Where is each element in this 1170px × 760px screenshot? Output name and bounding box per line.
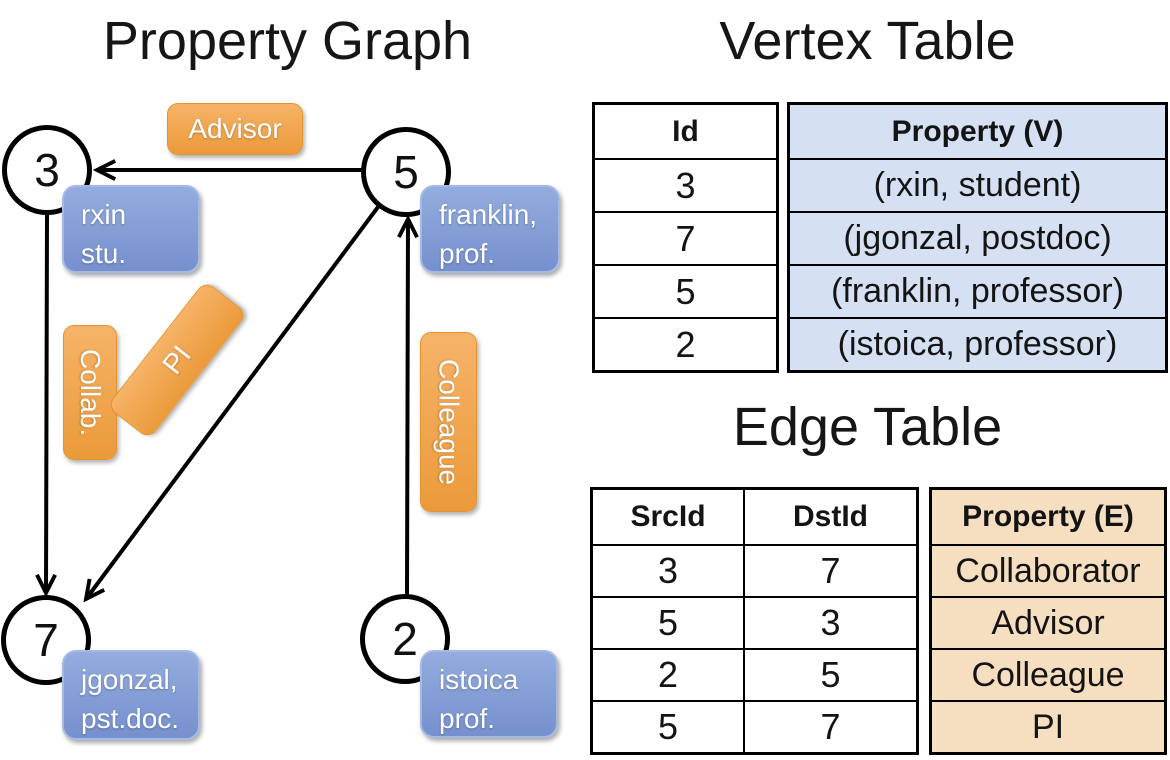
edge-table-property-cell: Advisor <box>932 596 1164 648</box>
edge-table-property-cell: Collaborator <box>932 544 1164 596</box>
vertex-table-title: Vertex Table <box>719 11 1016 71</box>
vertex-table-header-property: Property (V) <box>790 105 1165 158</box>
vertex-property-box-rxin: rxin stu. <box>62 185 200 273</box>
vertex-table-id-cell: 7 <box>595 211 776 264</box>
edge-table-src-dst-columns: SrcId DstId 3 7 5 3 2 5 5 7 <box>590 487 919 755</box>
property-graph-title: Property Graph <box>102 11 473 71</box>
edge-label-text: Collab. <box>75 348 106 437</box>
edge-collab-3-to-7 <box>46 213 47 593</box>
edge-table-header-property: Property (E) <box>932 490 1164 544</box>
vertex-property-box-jgonzal: jgonzal, pst.doc. <box>62 650 200 740</box>
edge-table-dst-cell: 7 <box>743 546 916 596</box>
edge-table-src-cell: 5 <box>657 706 679 747</box>
edge-label-collab: Collab. <box>63 325 117 460</box>
edge-table-dst-cell: 5 <box>743 650 916 700</box>
vertex-table-property-cell: (franklin, professor) <box>790 264 1165 317</box>
vertex-property-line: istoica <box>439 664 519 695</box>
vertex-property-line: franklin, <box>439 199 538 230</box>
edge-label-advisor: Advisor <box>167 103 303 155</box>
edge-table-header-dstid: DstId <box>743 490 916 544</box>
vertex-property-line: rxin <box>81 199 127 230</box>
edge-table-property-cell: Colleague <box>932 648 1164 700</box>
vertex-table-id-cell: 3 <box>595 158 776 211</box>
edge-colleague-2-to-5 <box>407 219 408 596</box>
edge-label-text: PI <box>156 339 197 380</box>
vertex-property-line: prof. <box>439 702 496 734</box>
node-5-circle: 5 <box>361 127 451 217</box>
edge-label-colleague: Colleague <box>420 332 477 512</box>
vertex-table-property-column: Property (V) (rxin, student) (jgonzal, p… <box>787 102 1168 373</box>
vertex-property-line: jgonzal, <box>81 664 178 695</box>
graph-edges <box>0 0 585 760</box>
edge-table-dst-cell: 7 <box>743 702 916 752</box>
vertex-table-property-cell: (rxin, student) <box>790 158 1165 211</box>
vertex-table-property-cell: (jgonzal, postdoc) <box>790 211 1165 264</box>
edge-table-dst-cell: 3 <box>743 598 916 648</box>
edge-table-property-cell: PI <box>932 700 1164 752</box>
node-2-id: 2 <box>392 613 418 665</box>
vertex-property-line: prof. <box>439 237 496 269</box>
vertex-table-id-cell: 2 <box>595 317 776 370</box>
edge-label-text: Colleague <box>433 358 465 486</box>
vertex-property-box-franklin: franklin, prof. <box>420 185 560 273</box>
edge-table-src-cell: 3 <box>657 550 679 591</box>
node-3-id: 3 <box>34 144 60 196</box>
vertex-table-id-cell: 5 <box>595 264 776 317</box>
node-7-id: 7 <box>33 614 59 666</box>
node-2-circle: 2 <box>360 594 450 684</box>
edge-table-src-cell: 5 <box>657 602 679 643</box>
node-5-id: 5 <box>393 146 419 198</box>
vertex-table-id-column: Id 3 7 5 2 <box>592 102 779 373</box>
vertex-property-line: stu. <box>81 237 127 269</box>
vertex-table-header-id: Id <box>672 114 699 148</box>
vertex-table-property-cell: (istoica, professor) <box>790 317 1165 370</box>
edge-table-title: Edge Table <box>732 397 1003 457</box>
edge-table-property-column: Property (E) Collaborator Advisor Collea… <box>929 487 1167 755</box>
edge-table-src-cell: 2 <box>657 654 679 695</box>
edge-pi-5-to-7 <box>86 205 380 599</box>
vertex-property-box-istoica: istoica prof. <box>420 650 558 738</box>
edge-label-text: Advisor <box>188 113 282 144</box>
edge-table-header-srcid: SrcId <box>630 500 706 533</box>
vertex-property-line: pst.doc. <box>81 702 180 734</box>
